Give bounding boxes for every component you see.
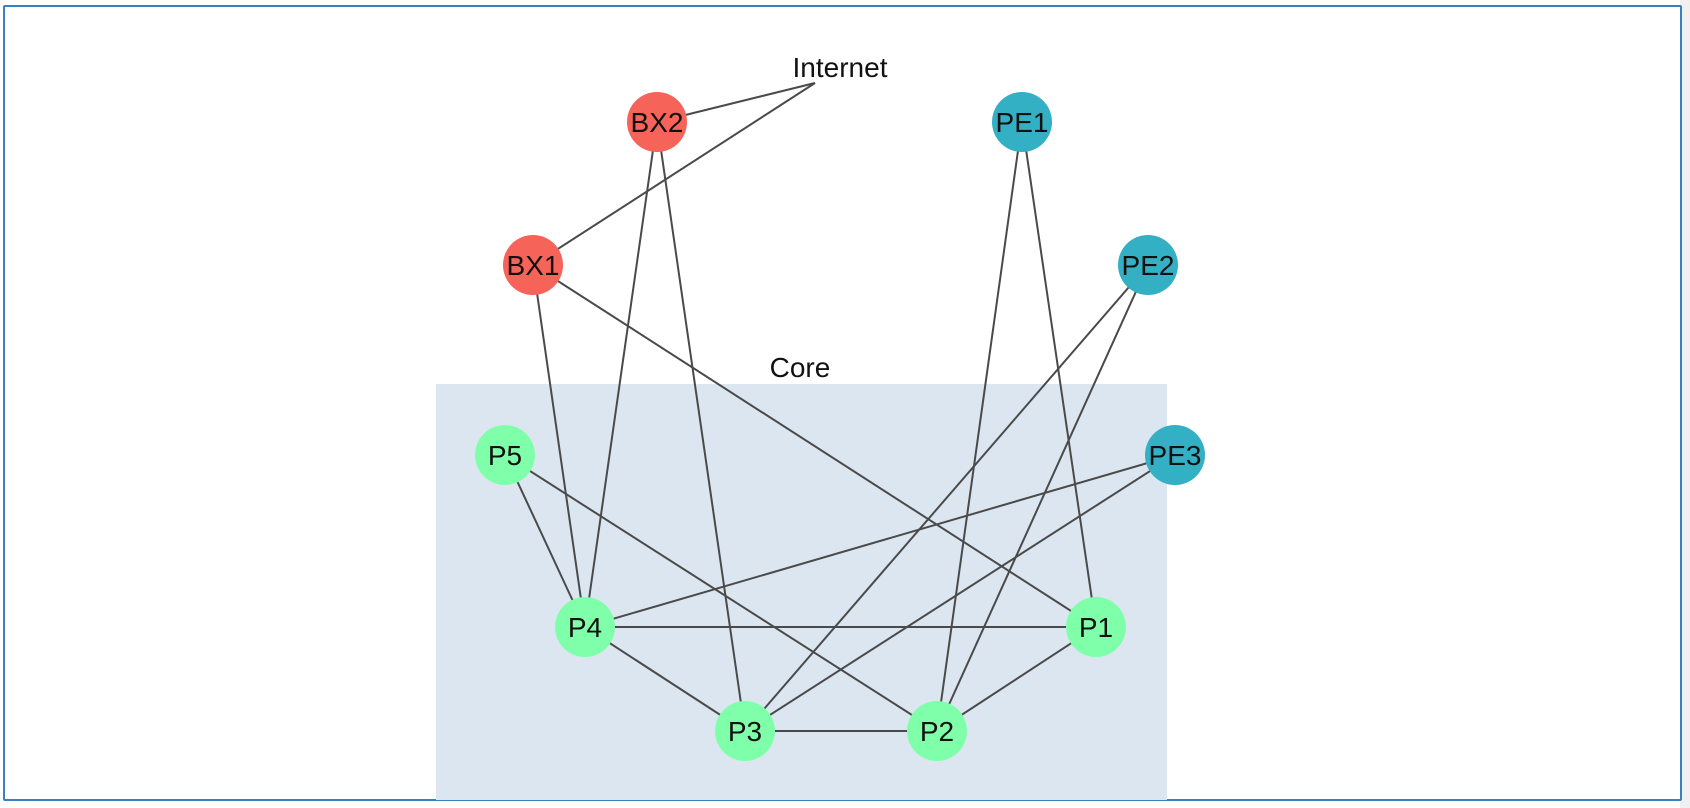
node-circle xyxy=(1118,235,1178,295)
node-circle xyxy=(555,597,615,657)
node-pe2[interactable]: PE2 xyxy=(1118,235,1178,295)
node-circle xyxy=(907,701,967,761)
window-edge xyxy=(1680,0,1690,808)
node-label: PE2 xyxy=(1122,250,1175,281)
node-label: P3 xyxy=(728,716,762,747)
node-p2[interactable]: P2 xyxy=(907,701,967,761)
node-p5[interactable]: P5 xyxy=(475,425,535,485)
node-label: P4 xyxy=(568,612,602,643)
node-circle xyxy=(475,425,535,485)
node-label: P5 xyxy=(488,440,522,471)
node-bx2[interactable]: BX2 xyxy=(627,92,687,152)
node-circle xyxy=(627,92,687,152)
edge-pe1-p1 xyxy=(1021,121,1097,628)
node-circle xyxy=(1145,425,1205,485)
edge-p4-p3 xyxy=(584,626,746,732)
edge-p5-p2 xyxy=(504,454,938,732)
edge-internet-bx1 xyxy=(532,82,816,266)
node-label: BX2 xyxy=(631,107,684,138)
edge-pe3-p4 xyxy=(584,454,1176,628)
node-label: PE3 xyxy=(1149,440,1202,471)
edge-pe2-p3 xyxy=(744,264,1149,732)
internet-label: Internet xyxy=(793,52,888,83)
node-label: P1 xyxy=(1079,612,1113,643)
node-circle xyxy=(1066,597,1126,657)
edge-p5-p4 xyxy=(504,454,586,628)
core-region xyxy=(436,384,1167,800)
edge-bx2-p4 xyxy=(584,121,658,628)
node-circle xyxy=(992,92,1052,152)
node-circle xyxy=(503,235,563,295)
node-bx1[interactable]: BX1 xyxy=(503,235,563,295)
node-label: P2 xyxy=(920,716,954,747)
node-pe3[interactable]: PE3 xyxy=(1145,425,1205,485)
edge-bx1-p4 xyxy=(532,264,586,628)
node-pe1[interactable]: PE1 xyxy=(992,92,1052,152)
edge-pe1-p2 xyxy=(936,121,1023,732)
node-p1[interactable]: P1 xyxy=(1066,597,1126,657)
node-circle xyxy=(715,701,775,761)
edge-pe2-p2 xyxy=(936,264,1149,732)
node-label: BX1 xyxy=(507,250,560,281)
node-p4[interactable]: P4 xyxy=(555,597,615,657)
node-p3[interactable]: P3 xyxy=(715,701,775,761)
edges-layer xyxy=(504,82,1176,732)
node-label: PE1 xyxy=(996,107,1049,138)
edge-bx2-p3 xyxy=(656,121,746,732)
core-label: Core xyxy=(770,352,831,383)
edge-p2-p1 xyxy=(936,626,1097,732)
edge-pe3-p3 xyxy=(744,454,1176,732)
